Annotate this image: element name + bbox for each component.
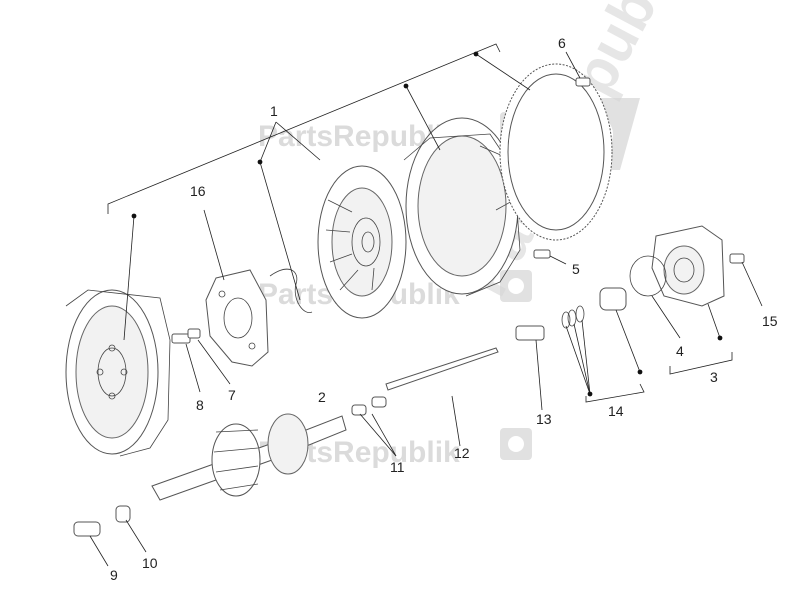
callout-10: 10 xyxy=(142,555,158,571)
callout-16: 16 xyxy=(190,183,206,199)
clutch-disc xyxy=(317,165,407,319)
callout-1: 1 xyxy=(270,103,278,119)
callout-9: 9 xyxy=(110,567,118,583)
callout-8: 8 xyxy=(196,397,204,413)
ring-gear xyxy=(499,63,613,241)
callout-6: 6 xyxy=(558,35,566,51)
bushing xyxy=(599,287,627,311)
transmission-shaft xyxy=(151,413,347,501)
callout-5: 5 xyxy=(572,261,580,277)
bushing-9 xyxy=(73,521,101,537)
spring-plate xyxy=(205,269,269,367)
callout-4: 4 xyxy=(676,343,684,359)
wire-spring xyxy=(269,268,313,313)
callout-2: 2 xyxy=(318,389,326,405)
bolt-15 xyxy=(729,253,745,264)
leader-lines xyxy=(89,51,763,567)
flywheel-housing-plate xyxy=(403,117,521,297)
bushing-10 xyxy=(115,505,131,523)
o-ring xyxy=(629,255,667,297)
callout-13: 13 xyxy=(536,411,552,427)
small-bushings xyxy=(351,396,387,416)
callout-3: 3 xyxy=(710,369,718,385)
bolt-5 xyxy=(533,249,551,259)
callout-15: 15 xyxy=(762,313,778,329)
group-bracket-1 xyxy=(107,43,501,214)
callout-11: 11 xyxy=(390,459,405,475)
bolt-6 xyxy=(575,77,591,87)
callout-7: 7 xyxy=(228,387,236,403)
callout-14: 14 xyxy=(608,403,624,419)
push-rod xyxy=(385,347,499,391)
bolt-7 xyxy=(171,328,201,344)
pin xyxy=(515,325,545,341)
callout-12: 12 xyxy=(454,445,470,461)
shims xyxy=(561,305,585,329)
callout-labels: 1 2 3 4 5 6 7 8 9 10 11 12 13 14 15 16 xyxy=(110,35,778,583)
bearing-flange xyxy=(651,225,725,307)
clutch-pressure-plate xyxy=(65,289,171,457)
